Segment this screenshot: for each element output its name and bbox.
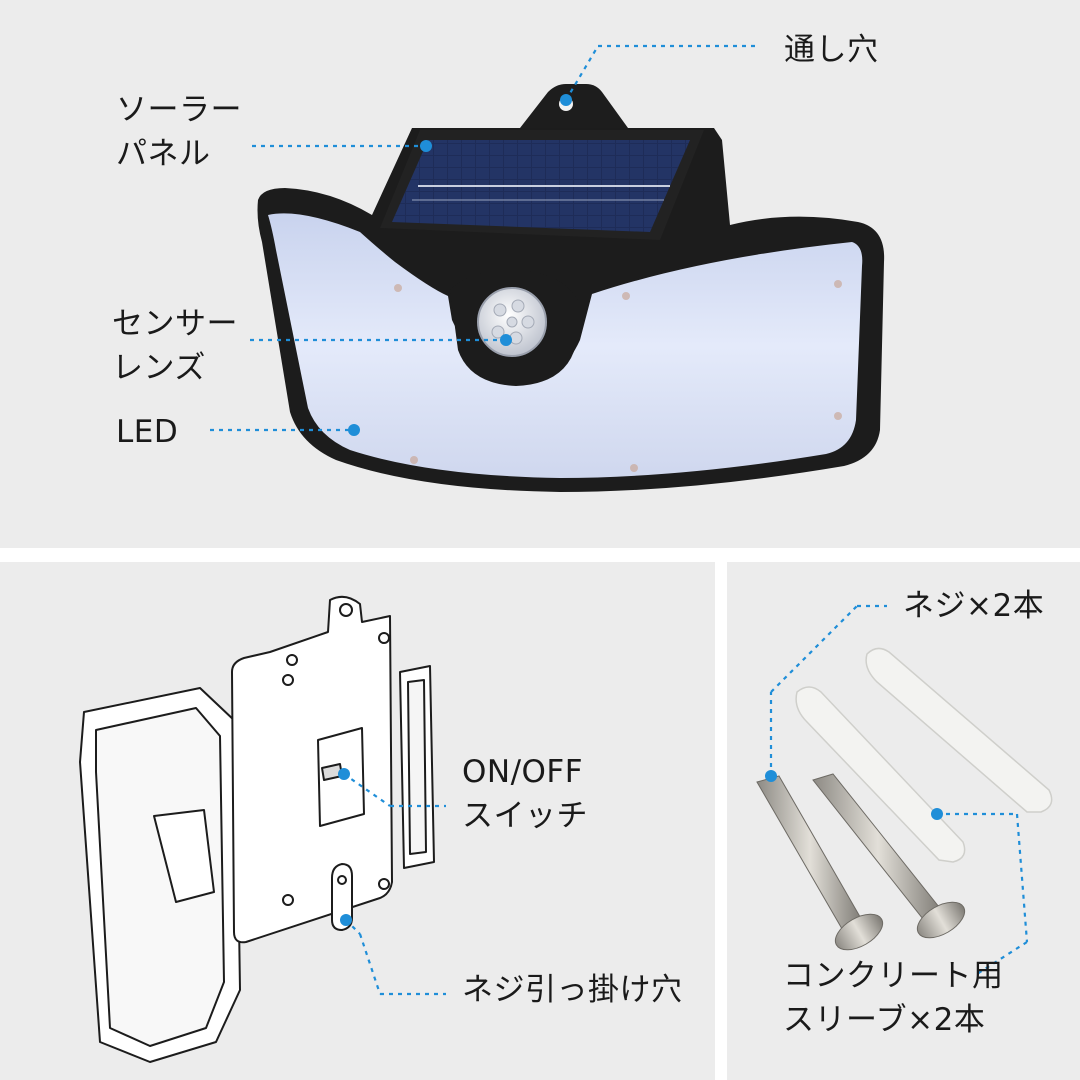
label-screws: ネジ×2本 [903, 588, 1045, 624]
front-view-drawing [210, 44, 885, 492]
sleeve-1 [865, 647, 1053, 813]
label-screw-hook-hole: ネジ引っ掛け穴 [462, 972, 683, 1008]
label-led: LED [116, 414, 179, 450]
label-solar-panel: ソーラー パネル [116, 92, 242, 172]
mounting-tab [520, 84, 628, 128]
leader-on-off-switch [343, 773, 391, 807]
leader-through-hole [565, 45, 599, 101]
screw-1 [756, 775, 884, 951]
label-through-hole: 通し穴 [784, 32, 879, 68]
screw-2 [812, 773, 966, 939]
bottom-right-panel-accessories: ネジ×2本 コンクリート用 スリーブ×2本 [727, 562, 1080, 1080]
sleeve-2 [795, 686, 966, 863]
bottom-left-panel-back-view: ON/OFF スイッチ ネジ引っ掛け穴 [0, 562, 715, 1080]
accessories-drawing [756, 604, 1053, 975]
label-on-off-switch: ON/OFF スイッチ [462, 754, 588, 834]
label-sensor-lens: センサー レンズ [112, 306, 238, 386]
top-panel-front-view: 通し穴 ソーラー パネル センサー レンズ LED [0, 0, 1080, 548]
back-view-drawing [79, 595, 446, 1063]
led-diffuser-left [268, 213, 863, 478]
label-concrete-sleeves: コンクリート用 スリーブ×2本 [783, 958, 1004, 1038]
